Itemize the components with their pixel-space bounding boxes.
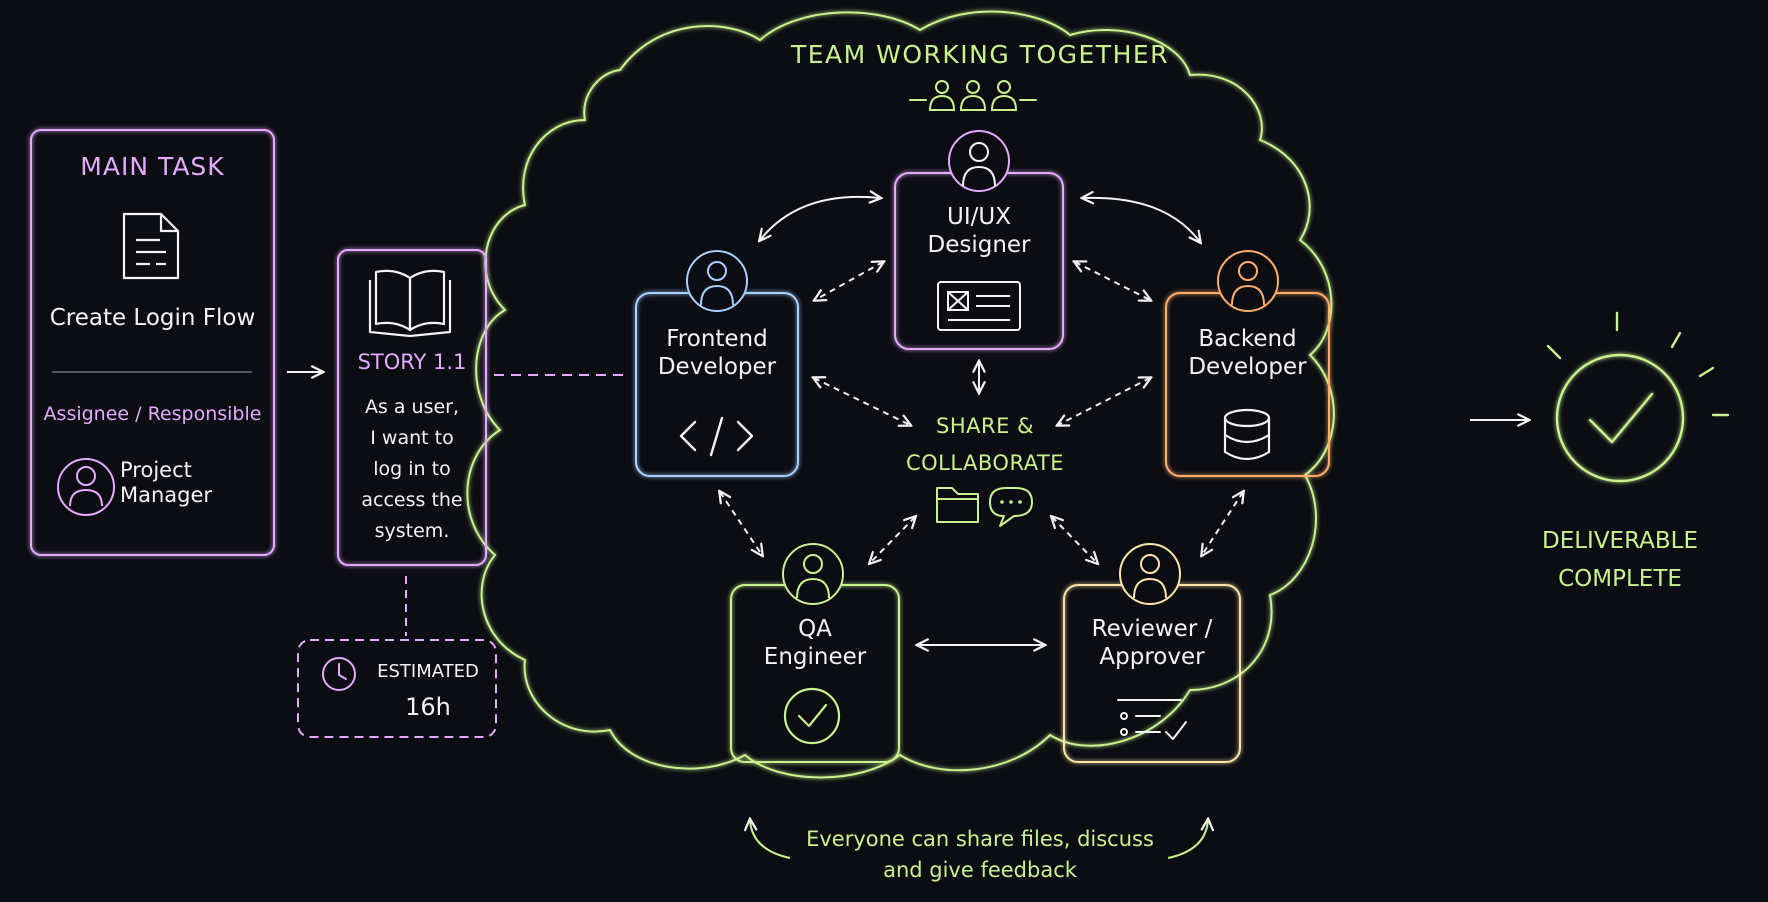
dashed-arrow-backend-reviewer [1202,492,1243,555]
document-icon [122,212,180,280]
deliverable-rays [1546,311,1730,417]
team-cloud-outline [466,10,1335,779]
reviewer-card [1063,584,1241,763]
designer-card [894,172,1064,350]
story-heading: STORY 1.1 [357,350,467,374]
reviewer-avatar [1119,543,1181,605]
dashed-arrow-designer-backend [1075,262,1150,300]
assignee-label: Assignee / Responsible [43,403,262,425]
frontend-card [635,292,799,477]
wireframe-icon [937,281,1021,331]
arrow-designer-frontend [760,197,880,240]
share-collaborate-label: SHARE & COLLABORATE [905,414,1065,475]
arrow-designer-backend [1083,198,1200,242]
book-icon [368,269,452,338]
qa-check-icon [783,687,841,745]
assignee-name: Project Manager [120,458,213,508]
story-card [337,249,487,566]
designer-avatar [948,130,1010,192]
code-icon [679,416,754,457]
designer-label: UI/UX Designer [927,204,1031,258]
main-task-card [30,129,275,556]
clock-icon [322,657,356,691]
dashed-arrow-center-reviewer [1052,517,1097,563]
qa-card [730,584,900,763]
team-heading: TEAM WORKING TOGETHER [790,40,1170,69]
feedback-arrow-left [750,820,791,859]
dashed-arrow-frontend-center [814,378,910,425]
estimate-card [297,639,497,738]
database-icon [1223,408,1271,461]
main-task-name: Create Login Flow [49,305,256,331]
dashed-arrow-designer-frontend [815,262,883,300]
frontend-avatar [686,250,748,312]
checklist-icon [1117,699,1187,740]
backend-label: Backend Developer [1188,326,1307,380]
dashed-arrow-frontend-qa [720,492,762,555]
folder-icon [936,487,979,523]
estimate-value: 16h [405,693,451,721]
estimate-label: ESTIMATED [377,661,479,682]
feedback-arrow-right [1167,820,1208,859]
frontend-label: Frontend Developer [657,326,777,380]
dashed-arrow-center-qa [870,517,915,563]
story-text: As a user, I want to log in to access th… [361,396,463,542]
chat-bubble-icon [989,487,1033,527]
team-people-icon [909,80,1037,111]
main-task-heading: MAIN TASK [80,152,225,181]
project-manager-avatar [57,458,115,516]
deliverable-label: DELIVERABLE COMPLETE [1541,528,1698,592]
team-footer-note: Everyone can share files, discuss and gi… [806,827,1154,882]
backend-card [1165,292,1330,477]
qa-label: QA Engineer [763,616,867,670]
qa-avatar [782,543,844,605]
backend-avatar [1217,250,1279,312]
deliverable-check-icon [1555,353,1685,483]
reviewer-label: Reviewer / Approver [1091,616,1213,670]
